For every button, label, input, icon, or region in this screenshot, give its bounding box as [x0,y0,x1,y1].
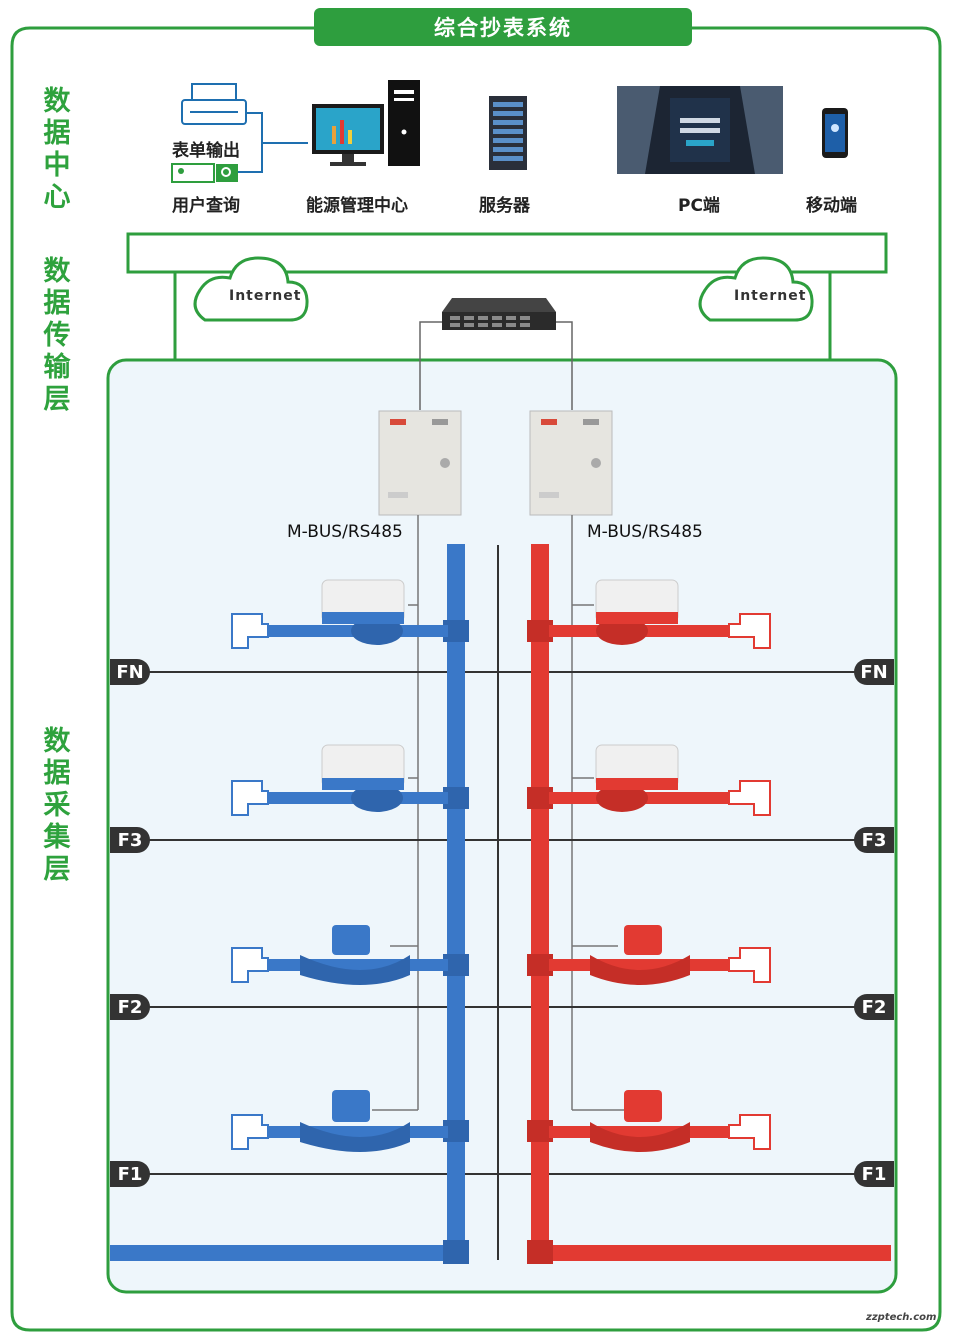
cold-water-riser [110,544,469,1264]
layer-label-collection: 数据采集层 [43,726,71,885]
collector-left-icon [378,410,462,516]
floor-tag-f3-left: F3 [110,827,150,853]
floor-tag-f1-left: F1 [110,1161,150,1187]
floor-tag-fn-left: FN [110,659,150,685]
server-icon [489,96,527,170]
pc-screen-icon [617,86,783,174]
cloud-right-label: Internet [734,288,807,304]
server-label: 服务器 [479,196,530,216]
printer-icon [181,83,247,125]
floor-tag-fn-right: FN [854,659,894,685]
collection-panel [106,358,898,1294]
bus-label-right: M-BUS/RS485 [587,522,703,542]
cold-branches [231,579,448,1152]
floor-tag-f3-right: F3 [854,827,894,853]
layer-label-transmission: 数据传输层 [43,256,71,415]
energy-center-label: 能源管理中心 [306,196,408,216]
user-query-label: 用户查询 [172,196,240,216]
form-output-label: 表单输出 [172,141,240,161]
collector-right-icon [529,410,613,516]
floor-tag-f2-right: F2 [854,994,894,1020]
layer-label-data-center: 数据中心 [43,86,71,213]
network-switch-icon [442,298,556,330]
hot-branches [549,579,771,1152]
hot-water-riser [527,544,891,1264]
watermark: zzptech.com [866,1312,937,1323]
pc-label: PC端 [678,196,720,216]
floor-tag-f1-right: F1 [854,1161,894,1187]
cloud-left-icon [193,256,309,322]
cloud-right-icon [698,256,814,322]
floor-tag-f2-left: F2 [110,994,150,1020]
computer-icon [312,80,420,166]
mobile-icon [822,108,848,158]
bus-label-left: M-BUS/RS485 [287,522,403,542]
mobile-label: 移动端 [806,196,857,216]
user-query-icon [171,163,238,183]
cloud-left-label: Internet [229,288,302,304]
page-title: 综合抄表系统 [314,8,692,46]
